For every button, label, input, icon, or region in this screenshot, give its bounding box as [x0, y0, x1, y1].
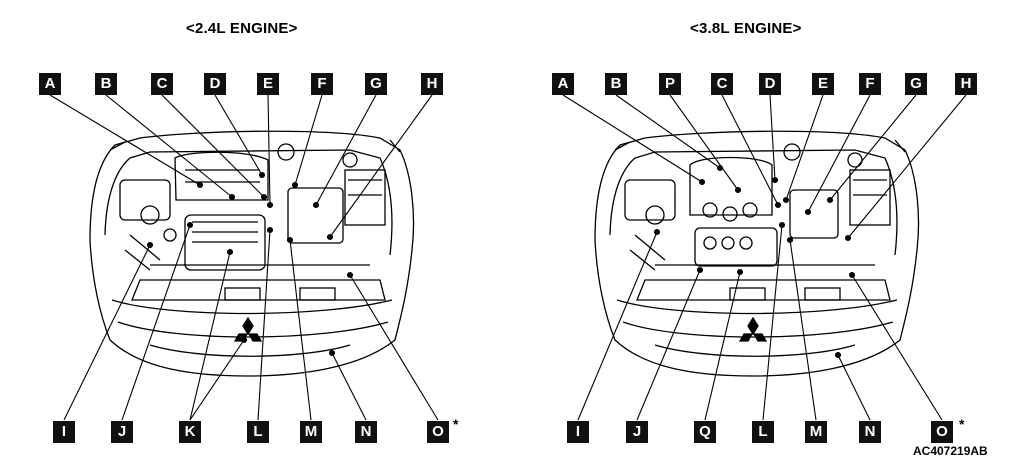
right-label-g: G	[905, 73, 927, 95]
right-asterisk: *	[959, 416, 965, 432]
right-label-a: A	[552, 73, 574, 95]
left-engine-bay	[89, 130, 415, 377]
left-label-m: M	[300, 421, 322, 443]
right-label-h: H	[955, 73, 977, 95]
right-label-m: M	[805, 421, 827, 443]
right-label-o: O	[931, 421, 953, 443]
right-label-e: E	[812, 73, 834, 95]
right-leader-lines	[562, 94, 967, 421]
left-label-n: N	[355, 421, 377, 443]
right-engine-bay	[594, 130, 920, 377]
right-label-c: C	[711, 73, 733, 95]
left-label-g: G	[365, 73, 387, 95]
right-diagram-title: <3.8L ENGINE>	[690, 20, 802, 37]
figure-code: AC407219AB	[913, 444, 988, 458]
left-label-f: F	[311, 73, 333, 95]
left-label-l: L	[247, 421, 269, 443]
left-label-h: H	[421, 73, 443, 95]
left-label-c: C	[151, 73, 173, 95]
left-label-b: B	[95, 73, 117, 95]
right-label-n: N	[859, 421, 881, 443]
right-label-d: D	[759, 73, 781, 95]
left-label-j: J	[111, 421, 133, 443]
left-label-e: E	[257, 73, 279, 95]
right-label-f: F	[859, 73, 881, 95]
left-label-k: K	[179, 421, 201, 443]
left-label-a: A	[39, 73, 61, 95]
left-diagram-title: <2.4L ENGINE>	[186, 20, 298, 37]
right-label-j: J	[626, 421, 648, 443]
left-label-i: I	[53, 421, 75, 443]
left-label-o: O	[427, 421, 449, 443]
right-label-p: P	[659, 73, 681, 95]
right-label-i: I	[567, 421, 589, 443]
left-label-d: D	[204, 73, 226, 95]
left-leader-lines	[49, 94, 439, 421]
right-label-q: Q	[694, 421, 716, 443]
left-asterisk: *	[453, 416, 459, 432]
right-label-l: L	[752, 421, 774, 443]
right-label-b: B	[605, 73, 627, 95]
